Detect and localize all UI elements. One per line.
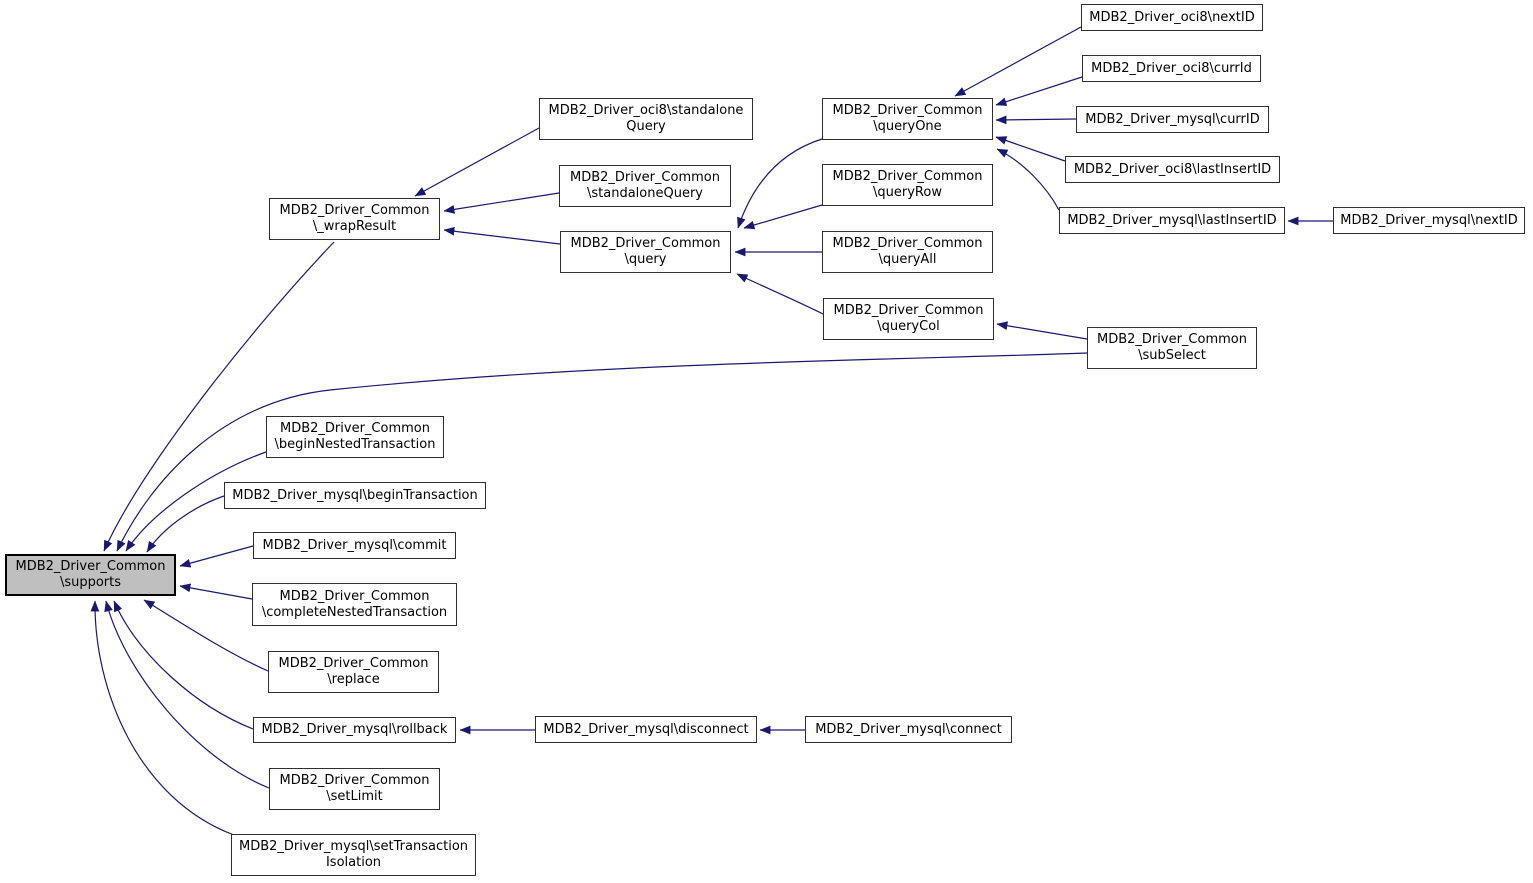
- node-label: \beginNestedTransaction: [274, 437, 436, 452]
- edge-beginTransaction-to-supports: [146, 495, 225, 553]
- node-oci8LastInsertID[interactable]: MDB2_Driver_oci8\lastInsertID: [1065, 156, 1280, 183]
- node-label: Query: [626, 119, 666, 134]
- edge-oci8LastInsertID-to-queryOne: [995, 136, 1066, 162]
- edge-replace-to-supports: [143, 599, 269, 672]
- node-label: \setLimit: [326, 789, 383, 804]
- node-label: \replace: [327, 672, 380, 687]
- edge-beginNestedTransaction-to-supports: [125, 451, 267, 552]
- edge-queryOne-to-query: [737, 138, 823, 229]
- edge-commit-to-supports: [179, 545, 254, 568]
- edge-setLimit-to-supports: [104, 600, 270, 789]
- node-beginNestedTransaction[interactable]: MDB2_Driver_Common\beginNestedTransactio…: [266, 416, 444, 458]
- node-label: MDB2_Driver_Common: [279, 588, 430, 604]
- node-setLimit[interactable]: MDB2_Driver_Common\setLimit: [269, 768, 440, 810]
- node-label: MDB2_Driver_oci8\standalone: [548, 103, 744, 118]
- node-replace[interactable]: MDB2_Driver_Common\replace: [268, 651, 439, 693]
- edge-completeNestedTransaction-to-supports: [179, 583, 253, 600]
- node-label: \supports: [59, 575, 122, 590]
- node-queryOne[interactable]: MDB2_Driver_Common\queryOne: [822, 98, 993, 140]
- edge-subSelect-to-supports: [116, 352, 1088, 552]
- node-label: MDB2_Driver_mysql\lastInsertID: [1067, 212, 1277, 228]
- node-label: MDB2_Driver_Common: [570, 236, 721, 251]
- node-query[interactable]: MDB2_Driver_Common\query: [560, 231, 731, 273]
- node-rollback[interactable]: MDB2_Driver_mysql\rollback: [253, 717, 456, 743]
- edge-query-to-wrapResult: [443, 226, 561, 245]
- node-label: MDB2_Driver_Common: [832, 103, 983, 118]
- edge-subSelect-to-queryCol: [996, 321, 1088, 340]
- node-label: MDB2_Driver_Common: [832, 169, 983, 184]
- node-label: MDB2_Driver_mysql\disconnect: [543, 721, 749, 737]
- node-label: MDB2_Driver_oci8\currId: [1091, 60, 1252, 76]
- node-commit[interactable]: MDB2_Driver_mysql\commit: [253, 532, 456, 559]
- node-label: \queryAll: [878, 252, 937, 267]
- node-wrapResult[interactable]: MDB2_Driver_Common\_wrapResult: [269, 198, 440, 240]
- node-mysqlCurrID[interactable]: MDB2_Driver_mysql\currID: [1076, 106, 1269, 133]
- edge-standaloneQuery-to-wrapResult: [443, 192, 560, 214]
- node-label: MDB2_Driver_mysql\rollback: [261, 722, 448, 737]
- edge-wrapResult-to-supports: [103, 241, 335, 552]
- node-completeNestedTransaction[interactable]: MDB2_Driver_Common\completeNestedTransac…: [252, 583, 457, 626]
- node-label: MDB2_Driver_Common: [279, 773, 430, 788]
- node-label: Isolation: [325, 855, 382, 870]
- edge-mysqlLastInsertID-to-queryOne: [996, 148, 1060, 211]
- node-mysqlNextID[interactable]: MDB2_Driver_mysql\nextID: [1333, 207, 1525, 234]
- node-label: \_wrapResult: [312, 219, 397, 234]
- node-subSelect[interactable]: MDB2_Driver_Common\subSelect: [1087, 327, 1257, 369]
- node-label: MDB2_Driver_Common: [833, 303, 984, 318]
- node-oci8NextID[interactable]: MDB2_Driver_oci8\nextID: [1081, 4, 1263, 31]
- edge-oci8StandaloneQuery-to-wrapResult: [414, 127, 540, 197]
- node-queryAll[interactable]: MDB2_Driver_Common\queryAll: [822, 231, 993, 273]
- node-queryRow[interactable]: MDB2_Driver_Common\queryRow: [822, 164, 993, 206]
- node-label: MDB2_Driver_mysql\beginTransaction: [232, 487, 478, 503]
- node-label: MDB2_Driver_Common: [278, 656, 429, 671]
- edge-oci8CurrId-to-queryOne: [995, 76, 1083, 106]
- node-beginTransaction[interactable]: MDB2_Driver_mysql\beginTransaction: [224, 482, 486, 509]
- node-label: \query: [624, 252, 667, 267]
- node-disconnect[interactable]: MDB2_Driver_mysql\disconnect: [535, 716, 757, 743]
- node-connect[interactable]: MDB2_Driver_mysql\connect: [805, 716, 1012, 743]
- node-label: \standaloneQuery: [587, 186, 703, 201]
- node-label: MDB2_Driver_Common: [15, 559, 166, 574]
- edge-rollback-to-supports: [113, 600, 254, 730]
- edge-mysqlCurrID-to-queryOne: [995, 115, 1077, 125]
- node-label: MDB2_Driver_Common: [832, 236, 983, 251]
- node-supports: MDB2_Driver_Common\supports: [5, 554, 176, 596]
- node-label: \subSelect: [1138, 348, 1206, 363]
- edge-queryCol-to-query: [736, 273, 824, 315]
- node-label: \queryRow: [873, 185, 942, 200]
- node-label: MDB2_Driver_mysql\currID: [1085, 111, 1260, 127]
- node-oci8CurrId[interactable]: MDB2_Driver_oci8\currId: [1082, 55, 1261, 82]
- node-label: MDB2_Driver_oci8\nextID: [1089, 9, 1255, 25]
- node-label: MDB2_Driver_mysql\nextID: [1340, 212, 1518, 228]
- node-label: MDB2_Driver_Common: [570, 170, 720, 185]
- edge-setTransactionIsolation-to-supports: [90, 600, 235, 836]
- node-label: MDB2_Driver_oci8\lastInsertID: [1073, 161, 1272, 177]
- node-label: \completeNestedTransaction: [261, 604, 448, 620]
- node-queryCol[interactable]: MDB2_Driver_Common\queryCol: [823, 298, 994, 340]
- node-mysqlLastInsertID[interactable]: MDB2_Driver_mysql\lastInsertID: [1059, 207, 1285, 234]
- edge-queryRow-to-query: [743, 204, 823, 230]
- node-label: MDB2_Driver_mysql\setTransaction: [238, 839, 469, 854]
- edge-oci8NextID-to-queryOne: [954, 26, 1082, 97]
- node-standaloneQuery[interactable]: MDB2_Driver_Common\standaloneQuery: [559, 165, 731, 207]
- node-label: MDB2_Driver_Common: [279, 203, 430, 218]
- node-label: MDB2_Driver_Common: [280, 421, 430, 436]
- node-label: MDB2_Driver_Common: [1097, 332, 1247, 347]
- node-label: MDB2_Driver_mysql\commit: [262, 537, 447, 553]
- node-label: \queryCol: [877, 319, 940, 334]
- node-label: \queryOne: [873, 119, 942, 134]
- node-label: MDB2_Driver_mysql\connect: [815, 721, 1002, 737]
